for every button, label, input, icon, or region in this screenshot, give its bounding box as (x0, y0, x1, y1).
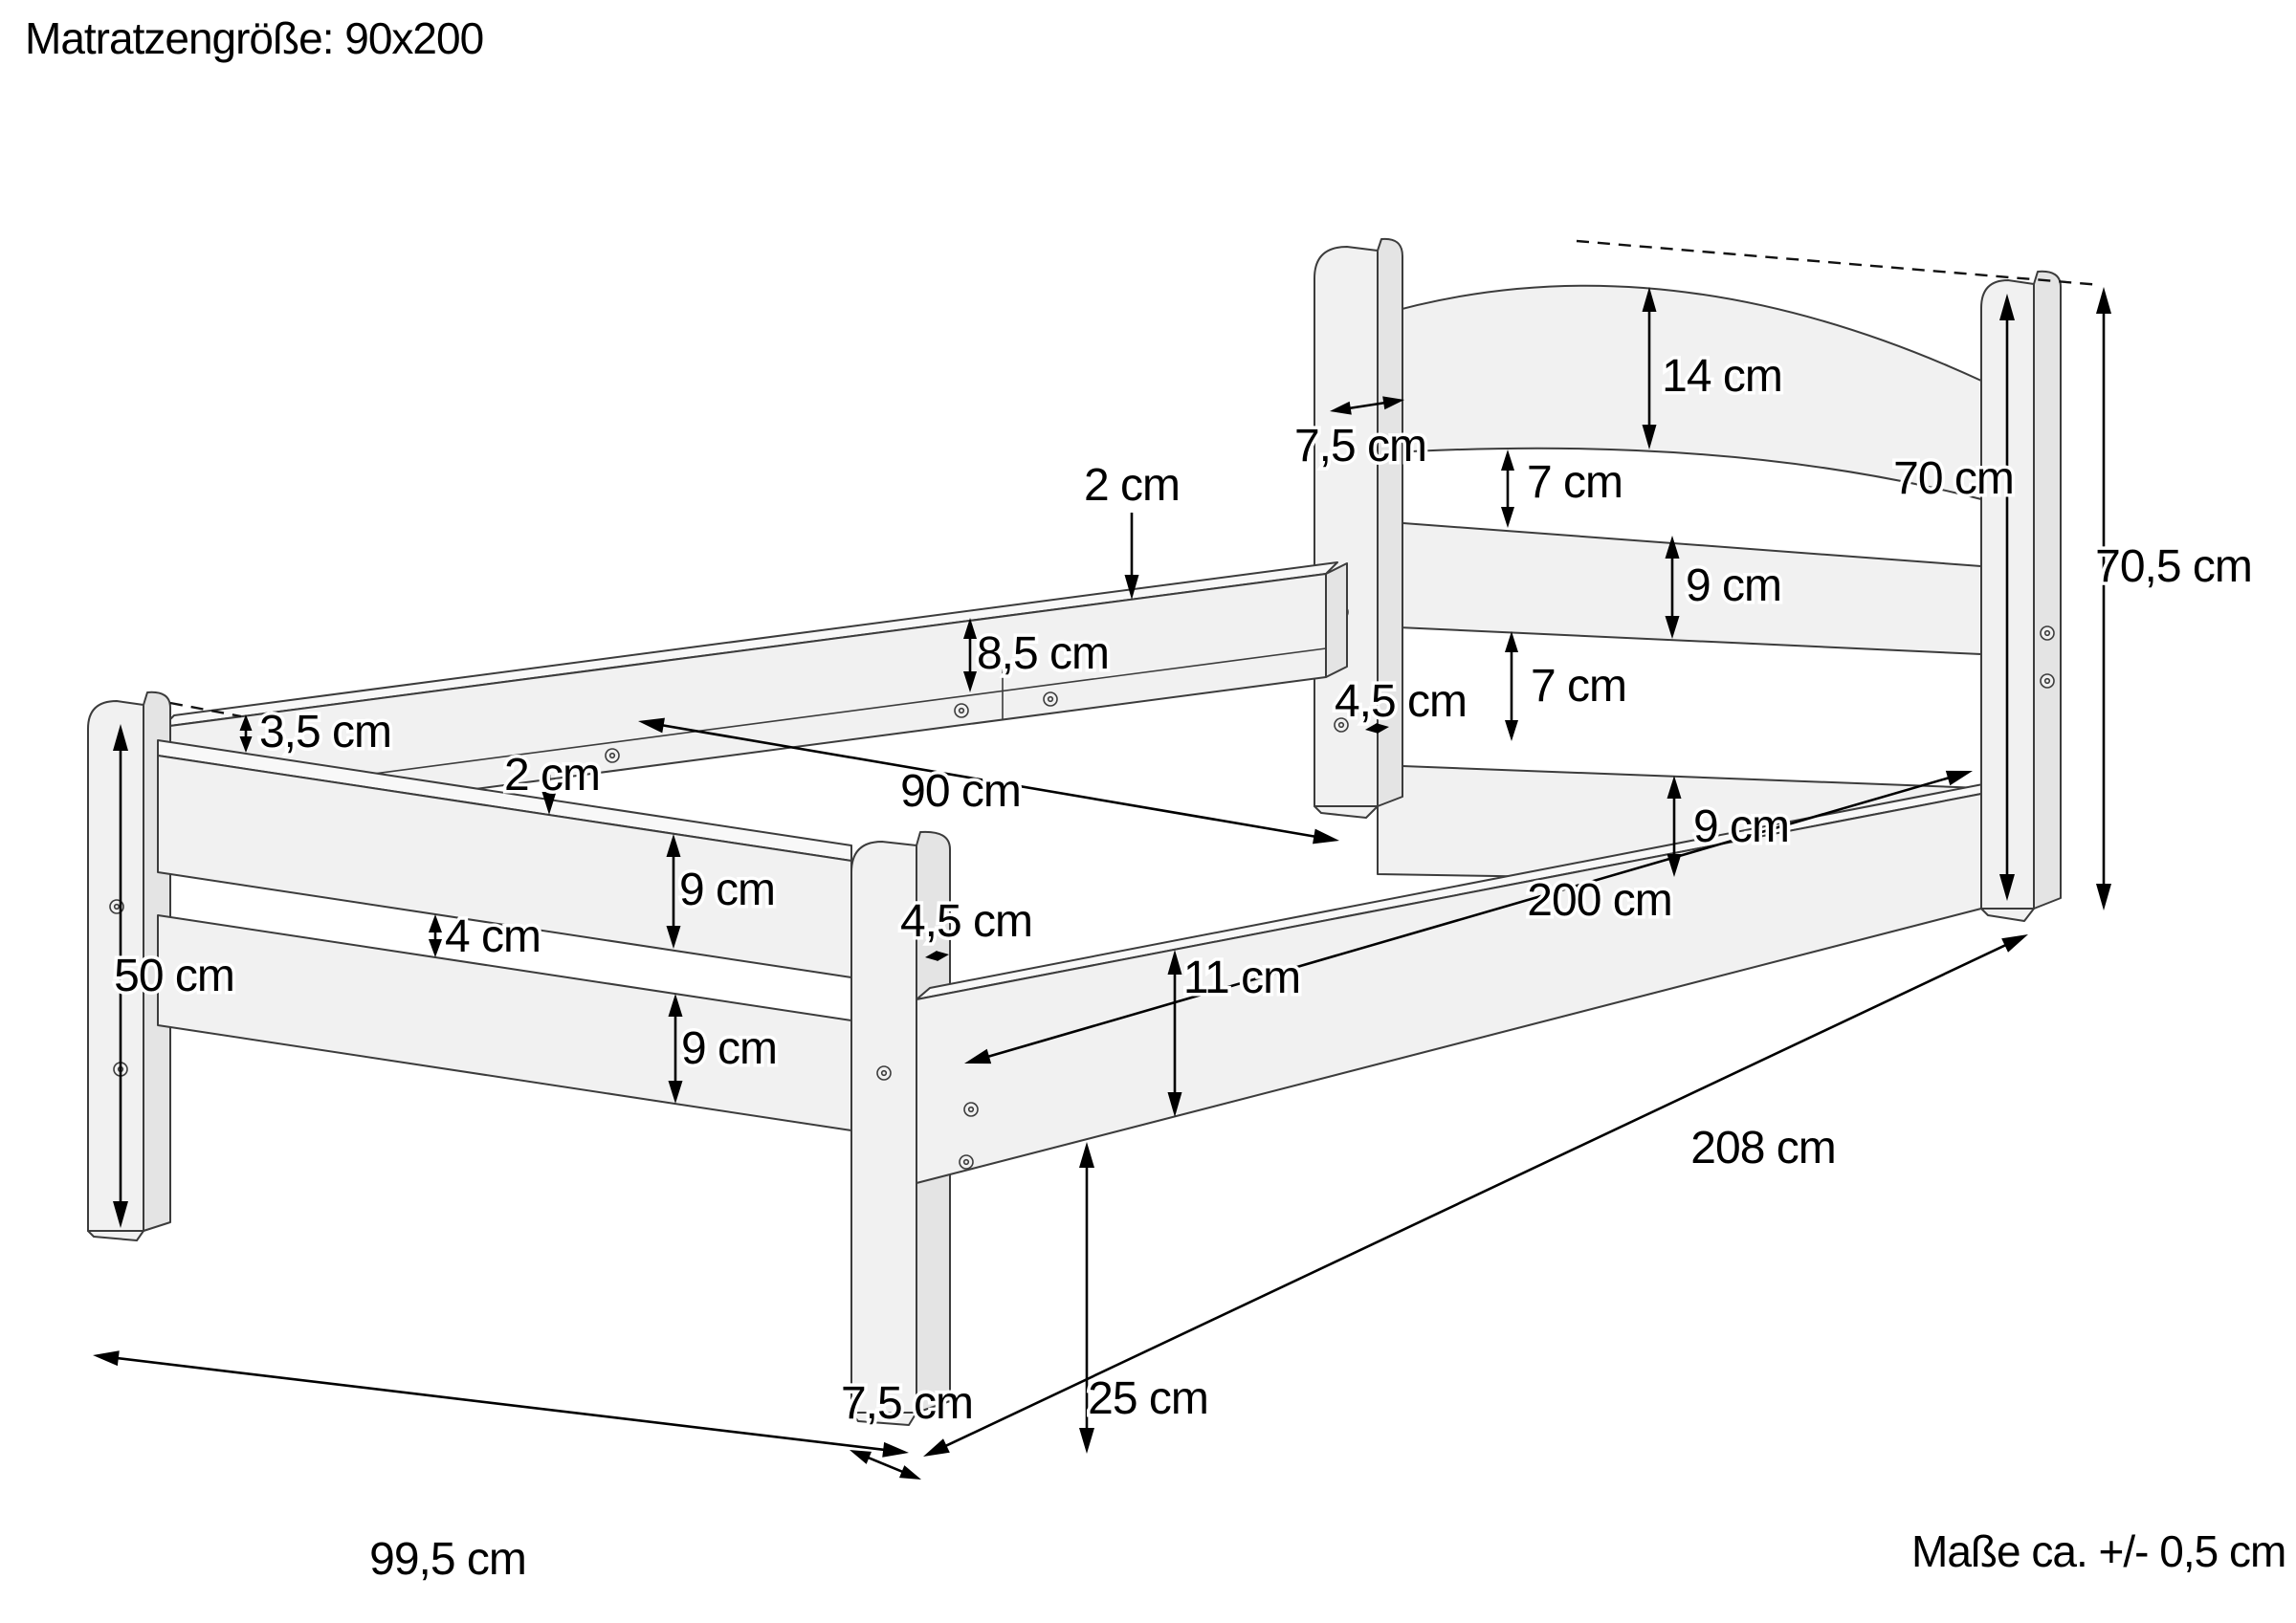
tolerance-note: Maße ca. +/- 0,5 cm (1911, 1526, 2285, 1576)
arrow-support-ledge (963, 618, 977, 692)
support-ledge-edge (286, 647, 1327, 786)
dim-lower-slat: 9 cm (1693, 801, 1789, 852)
screw-icon (2040, 625, 2055, 641)
screw-icon (958, 707, 965, 714)
dim-footboard-ledge: 2 cm (504, 750, 600, 801)
arrow-footboard-post-depth (925, 950, 949, 962)
headboard-right-post-side (2033, 270, 2062, 910)
dim-total-length: 208 cm (1690, 1123, 1835, 1173)
screw-icon (967, 1106, 975, 1113)
arrow-inner-length (964, 770, 1973, 1064)
left-side-rail-end-face (1325, 562, 1348, 678)
arrow-side-rail-height (1167, 950, 1182, 1117)
dim-leg-width: 7,5 cm (841, 1378, 973, 1429)
arrow-footboard-post-h (113, 724, 128, 1228)
arrow-footboard-rail-low (668, 994, 683, 1104)
footboard-middle-post-bevel (850, 1412, 917, 1426)
arrow-footboard-ledge (541, 775, 557, 815)
dim-headboard-post-width: 7,5 cm (1294, 421, 1426, 472)
dim-headboard-post-depth: 4,5 cm (1335, 676, 1467, 727)
screw-icon (605, 748, 620, 763)
dim-arch-height: 14 cm (1662, 351, 1782, 402)
screw-icon (2043, 677, 2051, 685)
dim-headboard-total-height: 70,5 cm (2095, 541, 2252, 592)
arrow-post-above-rail (239, 714, 253, 753)
dim-inner-length: 200 cm (1527, 875, 1671, 926)
screw-icon (1334, 717, 1349, 733)
screw-icon (880, 1069, 888, 1077)
arrow-arch-height (1642, 287, 1657, 450)
screw-icon (1337, 721, 1345, 729)
dim-footboard-gap: 4 cm (445, 911, 541, 962)
dim-inner-width: 90 cm (900, 766, 1021, 817)
footboard-left-post-bevel (87, 1230, 144, 1241)
screw-icon (963, 1102, 979, 1117)
headboard-left-post-side (1377, 237, 1403, 807)
footboard-lower-rail (157, 914, 852, 1131)
headboard-left-post-bevel (1314, 805, 1379, 819)
dim-footboard-rail-lower: 9 cm (681, 1023, 777, 1074)
dim-upper-slat: 9 cm (1686, 560, 1781, 611)
arrow-total-width (93, 1350, 909, 1458)
arrow-footboard-rail-up (666, 834, 681, 949)
arrow-headboard-post-depth (1365, 722, 1389, 735)
arrow-inner-width (638, 717, 1339, 844)
screw-icon (954, 703, 969, 718)
arrow-upper-slat (1665, 536, 1680, 639)
screw-icon (962, 1158, 970, 1166)
arrow-headboard-total (2096, 287, 2111, 910)
post-top-reference-dash (169, 701, 242, 718)
screw-icon (608, 752, 616, 759)
arrow-total-length (923, 934, 2028, 1457)
dim-footboard-post-depth: 4,5 cm (900, 896, 1032, 947)
arrow-rail-top-edge (1124, 513, 1139, 600)
mattress-size-title: Matratzengröße: 90x200 (25, 13, 483, 63)
dim-upper-gap: 7 cm (1527, 457, 1623, 508)
arrow-leg-width (850, 1450, 921, 1480)
arrow-floor-clearance (1079, 1142, 1094, 1454)
dim-floor-clearance: 25 cm (1088, 1373, 1208, 1424)
dimension-arrows (93, 287, 2111, 1480)
screw-icon (959, 1154, 974, 1170)
dim-support-ledge: 8,5 cm (977, 628, 1109, 679)
arrow-lower-gap (1505, 631, 1518, 741)
screw-icon (2040, 673, 2055, 689)
arrow-headboard-height (1999, 294, 2015, 901)
dim-post-above-rail: 3,5 cm (259, 707, 391, 757)
screw-icon (1043, 691, 1058, 707)
dim-headboard-height: 70 cm (1893, 453, 2014, 504)
dim-lower-gap: 7 cm (1531, 661, 1626, 712)
footboard-upper-rail (157, 755, 852, 978)
arrow-headboard-post-width (1330, 396, 1404, 415)
footboard-left-post (87, 700, 144, 1232)
dim-side-rail-height: 11 cm (1183, 953, 1300, 1003)
dim-footboard-post-height: 50 cm (114, 951, 234, 1001)
arch-top-reference-dash (1576, 239, 2102, 287)
screw-icon (876, 1065, 892, 1081)
screw-icon (2043, 629, 2051, 637)
screw-icon (1047, 695, 1054, 703)
dim-total-width: 99,5 cm (369, 1534, 526, 1585)
screw-icon (113, 903, 121, 910)
dim-rail-top-edge: 2 cm (1084, 460, 1180, 511)
headboard-upper-slat (1377, 520, 1982, 655)
headboard-right-post-bevel (1980, 908, 2035, 922)
dim-footboard-rail-upper: 9 cm (679, 865, 775, 915)
arrow-footboard-gap (429, 914, 442, 957)
arrow-upper-gap (1501, 450, 1514, 528)
